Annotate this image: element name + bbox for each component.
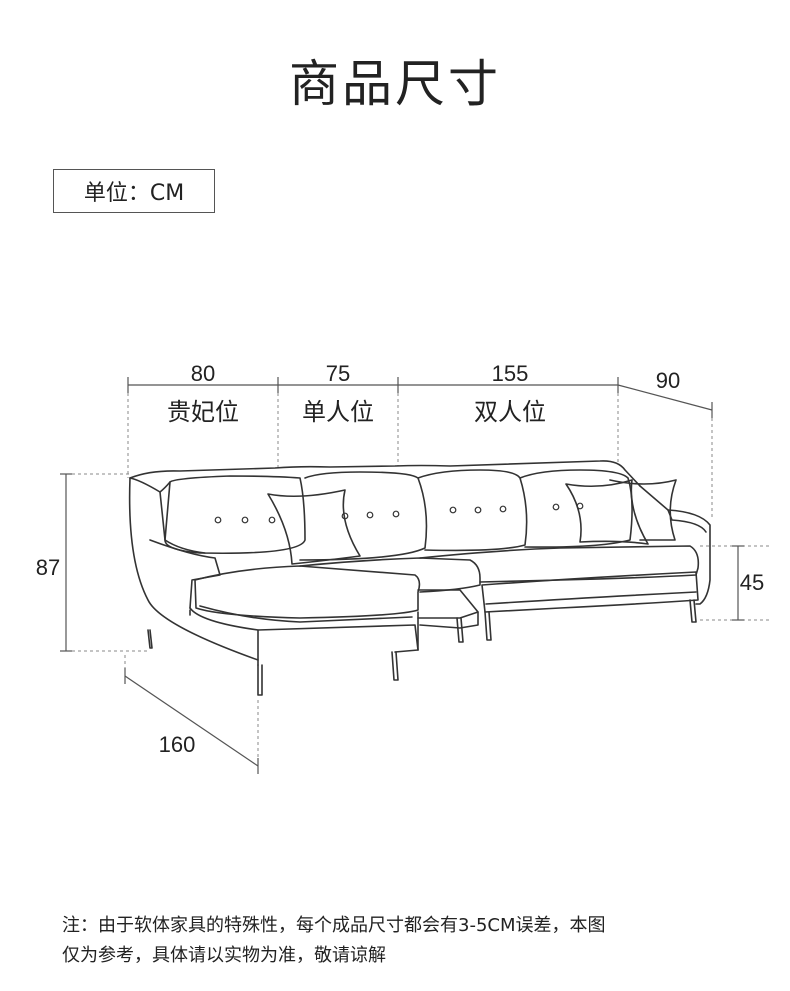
seat-height-dimension-line [732, 545, 744, 621]
disclaimer-note: 注：由于软体家具的特殊性，每个成品尺寸都会有3-5CM误差，本图 仅为参考，具体… [62, 911, 752, 971]
dim-155-label: 双人位 [474, 398, 546, 426]
dim-80-label: 贵妃位 [167, 398, 239, 426]
dim-155-value: 155 [492, 361, 529, 386]
chaise-length-dimension-line [124, 668, 259, 774]
dim-90-value: 90 [656, 368, 680, 393]
unit-label: 单位：CM [53, 169, 215, 213]
width-dimension-lines [127, 377, 713, 418]
cushion-buttons [214, 502, 584, 524]
sofa-drawing [128, 460, 711, 696]
dim-75-label: 单人位 [302, 398, 374, 426]
disclaimer-line-2: 仅为参考，具体请以实物为准，敬请谅解 [62, 945, 386, 966]
dim-45-value: 45 [740, 570, 764, 595]
disclaimer-line-1: 注：由于软体家具的特殊性，每个成品尺寸都会有3-5CM误差，本图 [62, 915, 606, 936]
dim-75-value: 75 [326, 361, 350, 386]
page-title: 商品尺寸 [289, 55, 501, 113]
dim-160-value: 160 [159, 732, 196, 757]
dim-80-value: 80 [191, 361, 215, 386]
dim-87-value: 87 [36, 555, 60, 580]
height-dimension-line [60, 473, 72, 652]
